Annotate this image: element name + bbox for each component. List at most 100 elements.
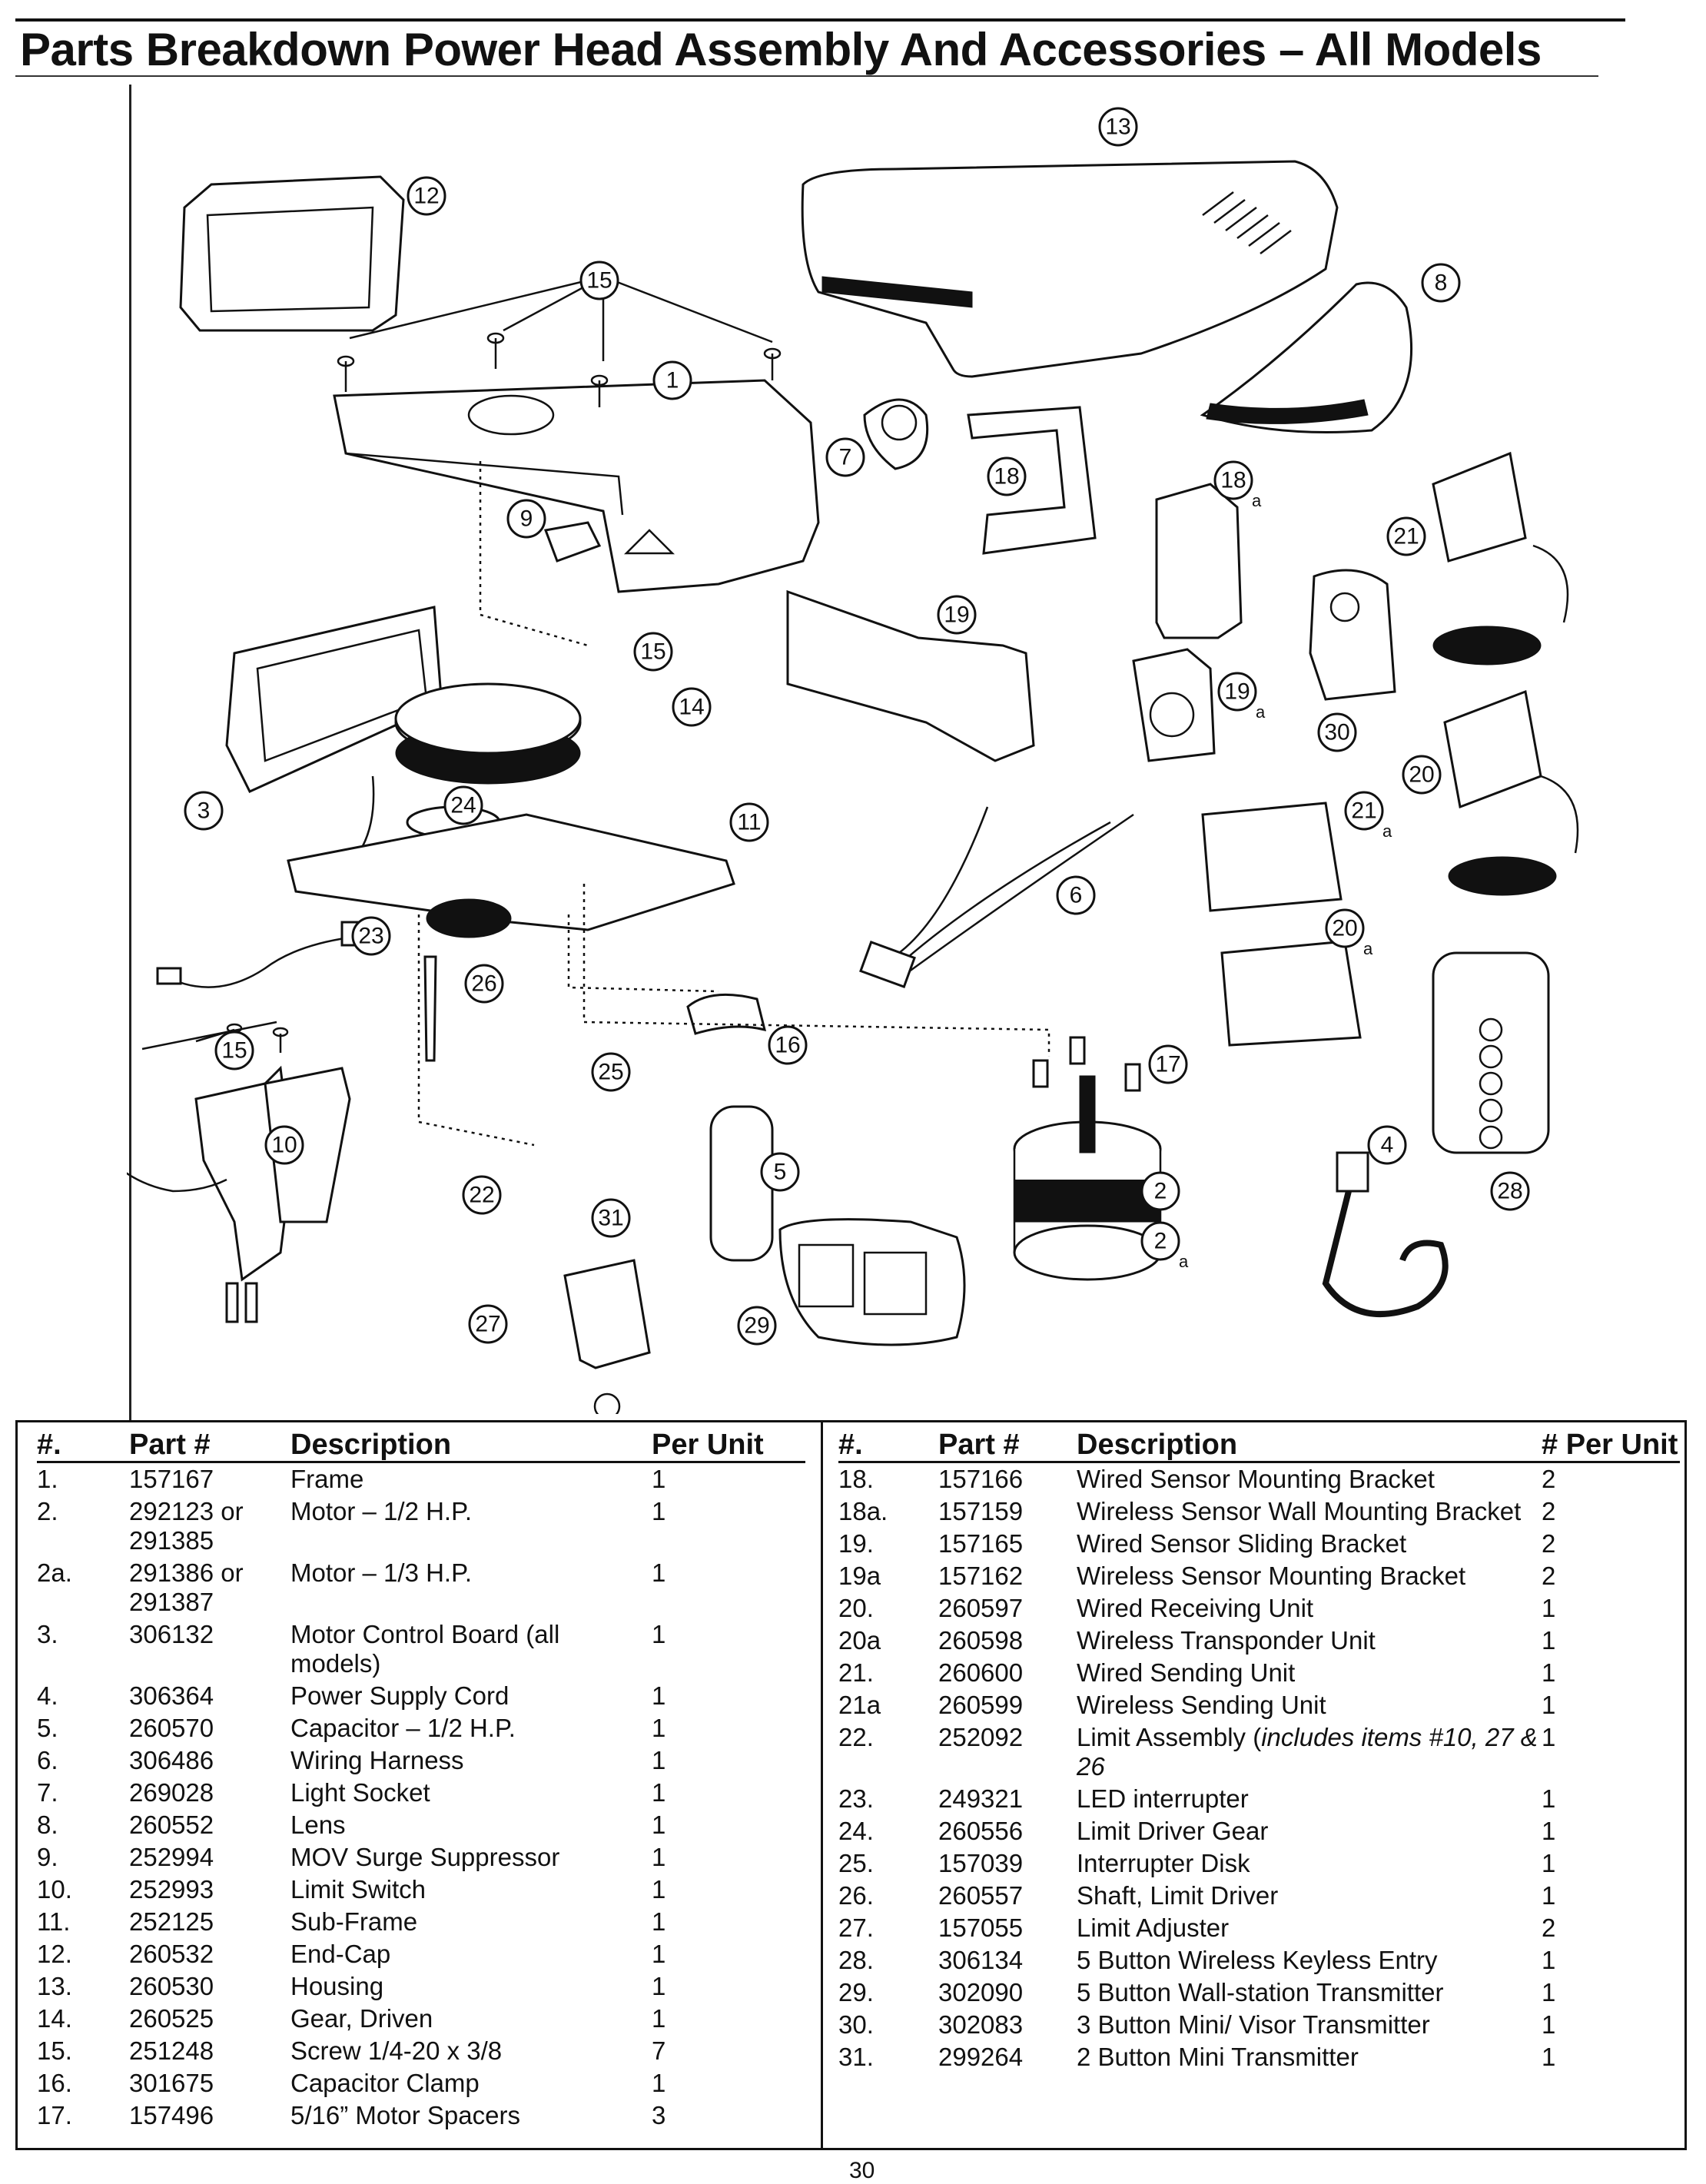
callout-number: 1 <box>666 368 679 393</box>
callout-29: 29 <box>737 1306 777 1346</box>
item-number: 20. <box>838 1594 874 1622</box>
header-num: #. <box>838 1422 938 1463</box>
callout-number: 18 <box>1220 468 1246 493</box>
wired-sending-unit-drawing <box>1432 451 1569 665</box>
callout-circle <box>1490 1171 1530 1211</box>
description: Interrupter Disk <box>1077 1849 1250 1877</box>
description: Shaft, Limit Driver <box>1077 1881 1279 1910</box>
part-number: 269028 <box>129 1778 214 1807</box>
item-number: 2a. <box>37 1558 72 1587</box>
header-part: Part # <box>938 1422 1077 1463</box>
per-unit: 1 <box>1542 1691 1556 1719</box>
led-interrupter-drawing <box>156 921 367 988</box>
description: Wired Sensor Sliding Bracket <box>1077 1529 1407 1558</box>
limit-switch-wire-drawing <box>127 1172 227 1193</box>
visor-transmitter-drawing <box>1309 569 1396 701</box>
item-number: 19a <box>838 1562 881 1590</box>
title-rule <box>15 75 1598 77</box>
callout-number: 15 <box>586 268 612 294</box>
diagram-border <box>129 85 131 1422</box>
callout-number: 18 <box>994 464 1019 490</box>
description: Light Socket <box>290 1778 430 1807</box>
callout-30: 30 <box>1317 712 1357 752</box>
capacitor-drawing <box>709 1105 774 1262</box>
callout-circle <box>652 360 692 400</box>
callout-16: 16 <box>768 1025 808 1065</box>
description: MOV Surge Suppressor <box>290 1843 560 1871</box>
callout-15: 15 <box>579 261 619 300</box>
item-number: 10. <box>37 1875 72 1904</box>
callout-number: 12 <box>413 184 439 209</box>
power-cord-drawing <box>1322 1151 1449 1317</box>
part-number: 260598 <box>938 1626 1024 1655</box>
screws-mid-drawing <box>141 1021 289 1053</box>
per-unit: 1 <box>1542 1626 1556 1655</box>
item-number: 15. <box>37 2036 72 2065</box>
part-number: 301675 <box>129 2069 214 2097</box>
callout-number: 5 <box>774 1160 787 1185</box>
header-per-unit: Per Unit <box>652 1422 805 1463</box>
per-unit: 1 <box>1542 1881 1556 1910</box>
description: Screw 1/4-20 x 3/8 <box>290 2036 503 2065</box>
per-unit: 1 <box>652 1940 666 1968</box>
per-unit: 1 <box>652 2004 666 2033</box>
bracket-18a-drawing <box>1155 483 1243 639</box>
per-unit: 2 <box>1542 1913 1556 1942</box>
top-rule <box>15 18 1625 22</box>
table-header-row: #. Part # Description Per Unit <box>37 1422 805 1463</box>
callout-number: 11 <box>737 810 761 835</box>
callout-number: 19 <box>1224 679 1250 705</box>
per-unit: 2 <box>1542 1465 1556 1493</box>
callout-number: 9 <box>520 506 533 532</box>
callout-number: 28 <box>1497 1179 1522 1204</box>
callout-number: 21 <box>1351 798 1376 824</box>
header-per-unit: # Per Unit <box>1542 1422 1680 1463</box>
description: Power Supply Cord <box>290 1681 509 1710</box>
callout-suffix: a <box>1256 702 1266 722</box>
per-unit: 2 <box>1542 1497 1556 1525</box>
description: Frame <box>290 1465 364 1493</box>
callout-23: 23 <box>351 916 391 956</box>
sub-frame-drawing <box>287 813 735 931</box>
callout-circle <box>579 261 619 300</box>
description: Capacitor Clamp <box>290 2069 480 2097</box>
callout-number: 17 <box>1155 1052 1180 1077</box>
callout-15: 15 <box>214 1031 254 1070</box>
wiring-harness-drawing <box>859 806 1134 988</box>
callout-circle <box>591 1198 631 1238</box>
callout-2a: 2a <box>1140 1221 1189 1271</box>
description: Wireless Sending Unit <box>1077 1691 1326 1719</box>
callout-3: 3 <box>184 791 224 831</box>
callout-number: 24 <box>450 793 476 818</box>
callout-21: 21 <box>1386 516 1426 556</box>
callout-22: 22 <box>462 1175 502 1215</box>
part-number: 252994 <box>129 1843 214 1871</box>
item-number: 26. <box>838 1881 874 1910</box>
per-unit: 1 <box>1542 1978 1556 2006</box>
item-number: 31. <box>838 2043 874 2071</box>
item-number: 7. <box>37 1778 58 1807</box>
description: 5 Button Wireless Keyless Entry <box>1077 1946 1438 1974</box>
callout-number: 19 <box>944 602 969 628</box>
per-unit: 1 <box>1542 2010 1556 2039</box>
callout-number: 20 <box>1332 916 1357 941</box>
item-number: 21. <box>838 1658 874 1687</box>
callout-circle <box>1098 107 1138 147</box>
part-number: 157039 <box>938 1849 1024 1877</box>
per-unit: 3 <box>652 2101 666 2129</box>
description: Wired Sensor Mounting Bracket <box>1077 1465 1435 1493</box>
description: Limit Assembly (includes items #10, 27 &… <box>1077 1723 1538 1781</box>
description: End-Cap <box>290 1940 391 1968</box>
per-unit: 1 <box>1542 1946 1556 1974</box>
item-number: 29. <box>838 1978 874 2006</box>
